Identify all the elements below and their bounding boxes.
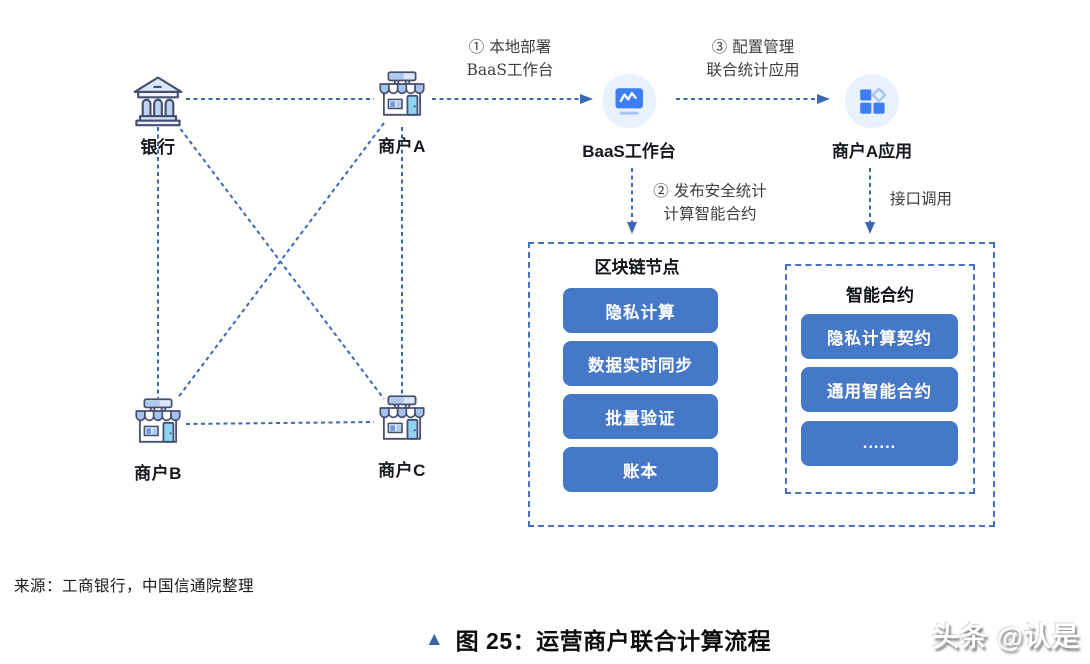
capability-privacy-compute: 隐私计算	[563, 288, 718, 333]
step-3-label: ③ 配置管理 联合统计应用	[706, 38, 800, 79]
bank-icon	[133, 76, 183, 127]
baas-circle	[602, 74, 656, 128]
node-label-merchant-a: 商户A	[378, 137, 426, 156]
node-label-bank: 银行	[140, 138, 176, 157]
merchant-app-circle	[845, 74, 899, 128]
contract-privacy-compute: 隐私计算契约	[801, 314, 958, 359]
contract-general-smart: 通用智能合约	[801, 367, 958, 412]
smart-contract-box-title: 智能合约	[846, 286, 914, 305]
app-grid-icon	[860, 87, 887, 114]
figure-caption: ▲ 图 25：运营商户联合计算流程	[425, 622, 771, 656]
contract-ellipsis: ......	[801, 421, 958, 466]
store-icon	[379, 71, 425, 116]
platform-baas: BaaS工作台	[582, 74, 676, 162]
baas-label: BaaS工作台	[582, 142, 676, 161]
node-label-merchant-b: 商户B	[134, 464, 182, 483]
step-1-label: ① 本地部署 BaaS工作台	[466, 38, 554, 79]
node-merchant-b: 商户B	[129, 397, 187, 484]
caption-triangle-icon: ▲	[424, 628, 444, 650]
merchant-app-label: 商户A应用	[831, 142, 913, 161]
node-bank: 银行	[131, 72, 185, 158]
store-icon	[135, 398, 181, 443]
source-note: 来源：工商银行，中国信通院整理	[14, 578, 255, 595]
blockchain-node-box	[528, 242, 995, 527]
platform-merchant-app: 商户A应用	[832, 74, 912, 162]
capability-realtime-sync: 数据实时同步	[563, 341, 718, 386]
node-label-merchant-c: 商户C	[378, 461, 426, 480]
capability-batch-verify: 批量验证	[563, 394, 718, 439]
smart-contract-box	[785, 264, 975, 494]
store-icon	[379, 395, 425, 440]
blockchain-box-title: 区块链节点	[594, 258, 680, 277]
watermark-text: 头条 @认是	[932, 622, 1080, 652]
node-merchant-a: 商户A	[373, 70, 431, 157]
caption-text: 图 25：运营商户联合计算流程	[455, 628, 772, 654]
api-call-label: 接口调用	[889, 190, 953, 208]
step-2-label: ② 发布安全统计 计算智能合约	[653, 182, 767, 223]
baas-workbench-icon	[615, 88, 643, 115]
node-merchant-c: 商户C	[373, 394, 431, 481]
capability-ledger: 账本	[563, 447, 718, 492]
